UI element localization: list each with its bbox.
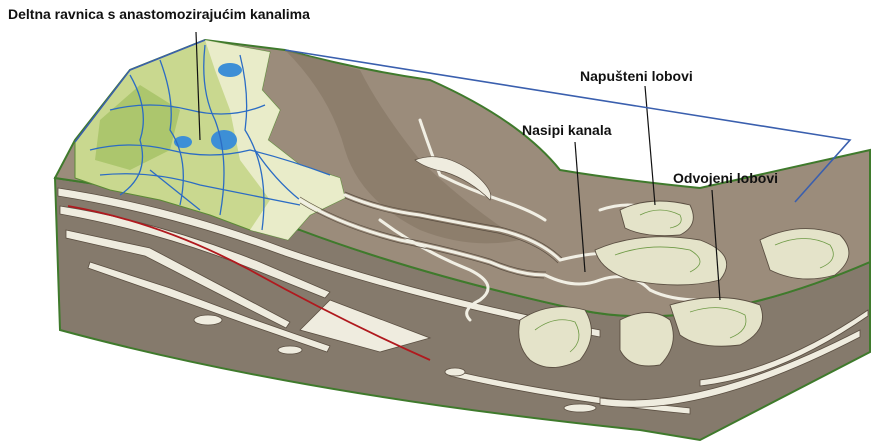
detached-lobe-2 xyxy=(760,229,849,279)
label-detached-lobes: Odvojeni lobovi xyxy=(673,170,778,186)
detached-lobe-3 xyxy=(519,307,592,368)
abandoned-lobe-1 xyxy=(620,201,693,236)
label-channel-levees: Nasipi kanala xyxy=(522,122,612,138)
label-abandoned-lobes: Napušteni lobovi xyxy=(580,68,693,84)
detached-lobe-4 xyxy=(620,313,673,367)
label-delta-plain: Deltna ravnica s anastomozirajućim kanal… xyxy=(8,6,310,22)
